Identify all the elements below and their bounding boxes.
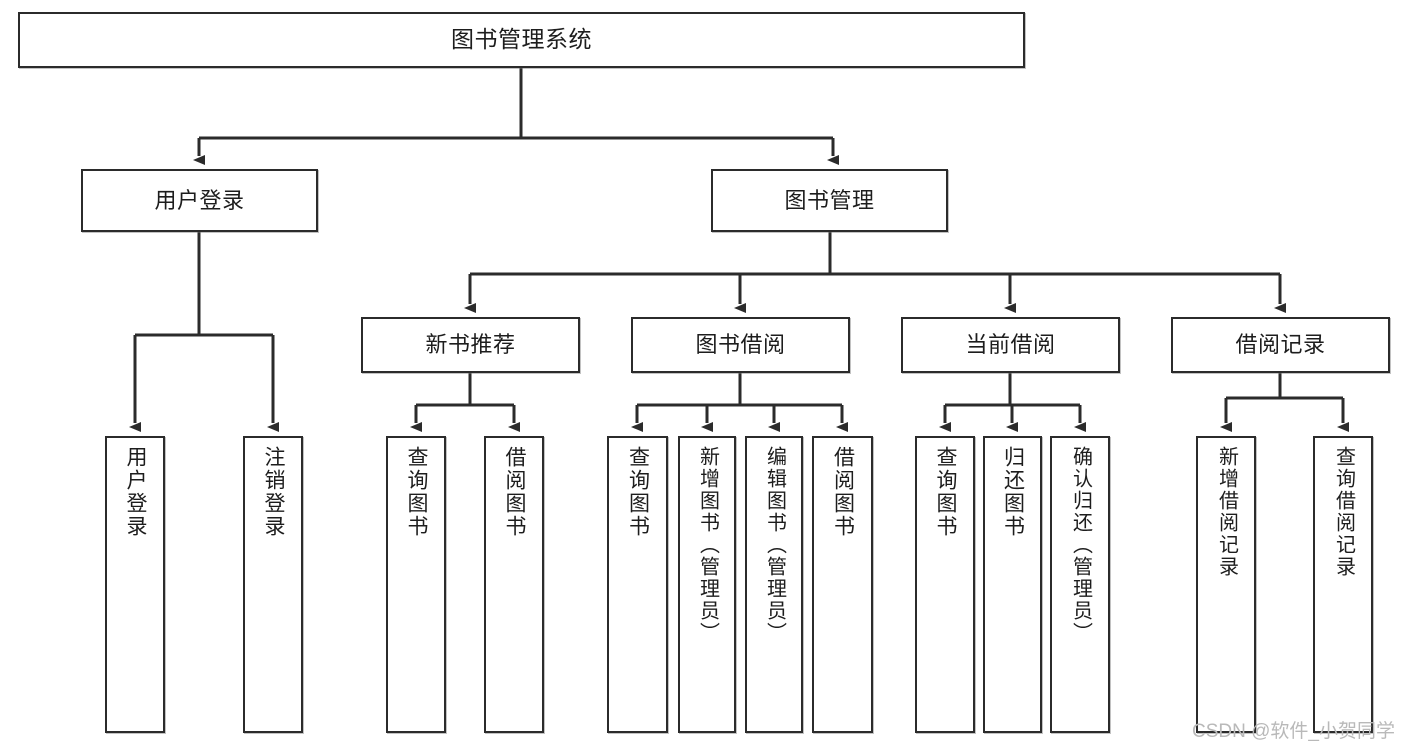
- node-leaf-user-login-label: 用户登录: [124, 446, 148, 538]
- node-book-management[interactable]: 图书管理: [711, 169, 948, 232]
- node-new-book-recommend[interactable]: 新书推荐: [361, 317, 580, 373]
- node-leaf-borrow-book-recommend[interactable]: 借阅图书: [484, 436, 544, 733]
- node-leaf-return-book-label: 归还图书: [1001, 446, 1025, 538]
- node-leaf-return-book[interactable]: 归还图书: [983, 436, 1042, 733]
- node-leaf-add-book-admin[interactable]: 新增图书（管理员）: [678, 436, 736, 733]
- node-leaf-edit-book-admin[interactable]: 编辑图书（管理员）: [745, 436, 803, 733]
- node-leaf-add-borrow-record-label: 新增借阅记录: [1215, 446, 1238, 578]
- node-book-management-label: 图书管理: [784, 187, 875, 213]
- node-leaf-query-book-borrow[interactable]: 查询图书: [607, 436, 668, 733]
- node-leaf-query-borrow-record[interactable]: 查询借阅记录: [1313, 436, 1373, 733]
- node-leaf-query-book-recommend-label: 查询图书: [405, 446, 429, 538]
- node-leaf-user-login[interactable]: 用户登录: [105, 436, 165, 733]
- node-root-label: 图书管理系统: [451, 26, 592, 53]
- node-leaf-query-book-recommend[interactable]: 查询图书: [386, 436, 446, 733]
- node-leaf-query-borrow-record-label: 查询借阅记录: [1332, 446, 1355, 578]
- node-book-borrow[interactable]: 图书借阅: [631, 317, 850, 373]
- node-leaf-logout-login[interactable]: 注销登录: [243, 436, 303, 733]
- node-new-book-recommend-label: 新书推荐: [425, 332, 516, 358]
- node-leaf-confirm-return-admin-label: 确认归还（管理员）: [1069, 446, 1092, 644]
- node-leaf-edit-book-admin-label: 编辑图书（管理员）: [763, 446, 786, 644]
- csdn-watermark: CSDN @软件_小贺同学: [1192, 721, 1395, 742]
- node-leaf-query-book-current[interactable]: 查询图书: [915, 436, 975, 733]
- node-leaf-add-book-admin-label: 新增图书（管理员）: [696, 446, 719, 644]
- node-leaf-add-borrow-record[interactable]: 新增借阅记录: [1196, 436, 1256, 733]
- node-leaf-logout-login-label: 注销登录: [262, 446, 286, 538]
- node-user-login[interactable]: 用户登录: [81, 169, 318, 232]
- node-leaf-borrow-book-recommend-label: 借阅图书: [503, 446, 527, 538]
- node-borrow-record[interactable]: 借阅记录: [1171, 317, 1390, 373]
- node-user-login-label: 用户登录: [154, 187, 245, 213]
- node-leaf-confirm-return-admin[interactable]: 确认归还（管理员）: [1050, 436, 1110, 733]
- node-leaf-borrow-book[interactable]: 借阅图书: [812, 436, 873, 733]
- node-leaf-query-book-current-label: 查询图书: [934, 446, 958, 538]
- node-borrow-record-label: 借阅记录: [1235, 332, 1326, 358]
- node-leaf-query-book-borrow-label: 查询图书: [626, 446, 650, 538]
- node-leaf-borrow-book-label: 借阅图书: [831, 446, 855, 538]
- node-root[interactable]: 图书管理系统: [18, 12, 1025, 68]
- node-book-borrow-label: 图书借阅: [695, 332, 786, 358]
- node-current-borrow[interactable]: 当前借阅: [901, 317, 1120, 373]
- node-current-borrow-label: 当前借阅: [965, 332, 1056, 358]
